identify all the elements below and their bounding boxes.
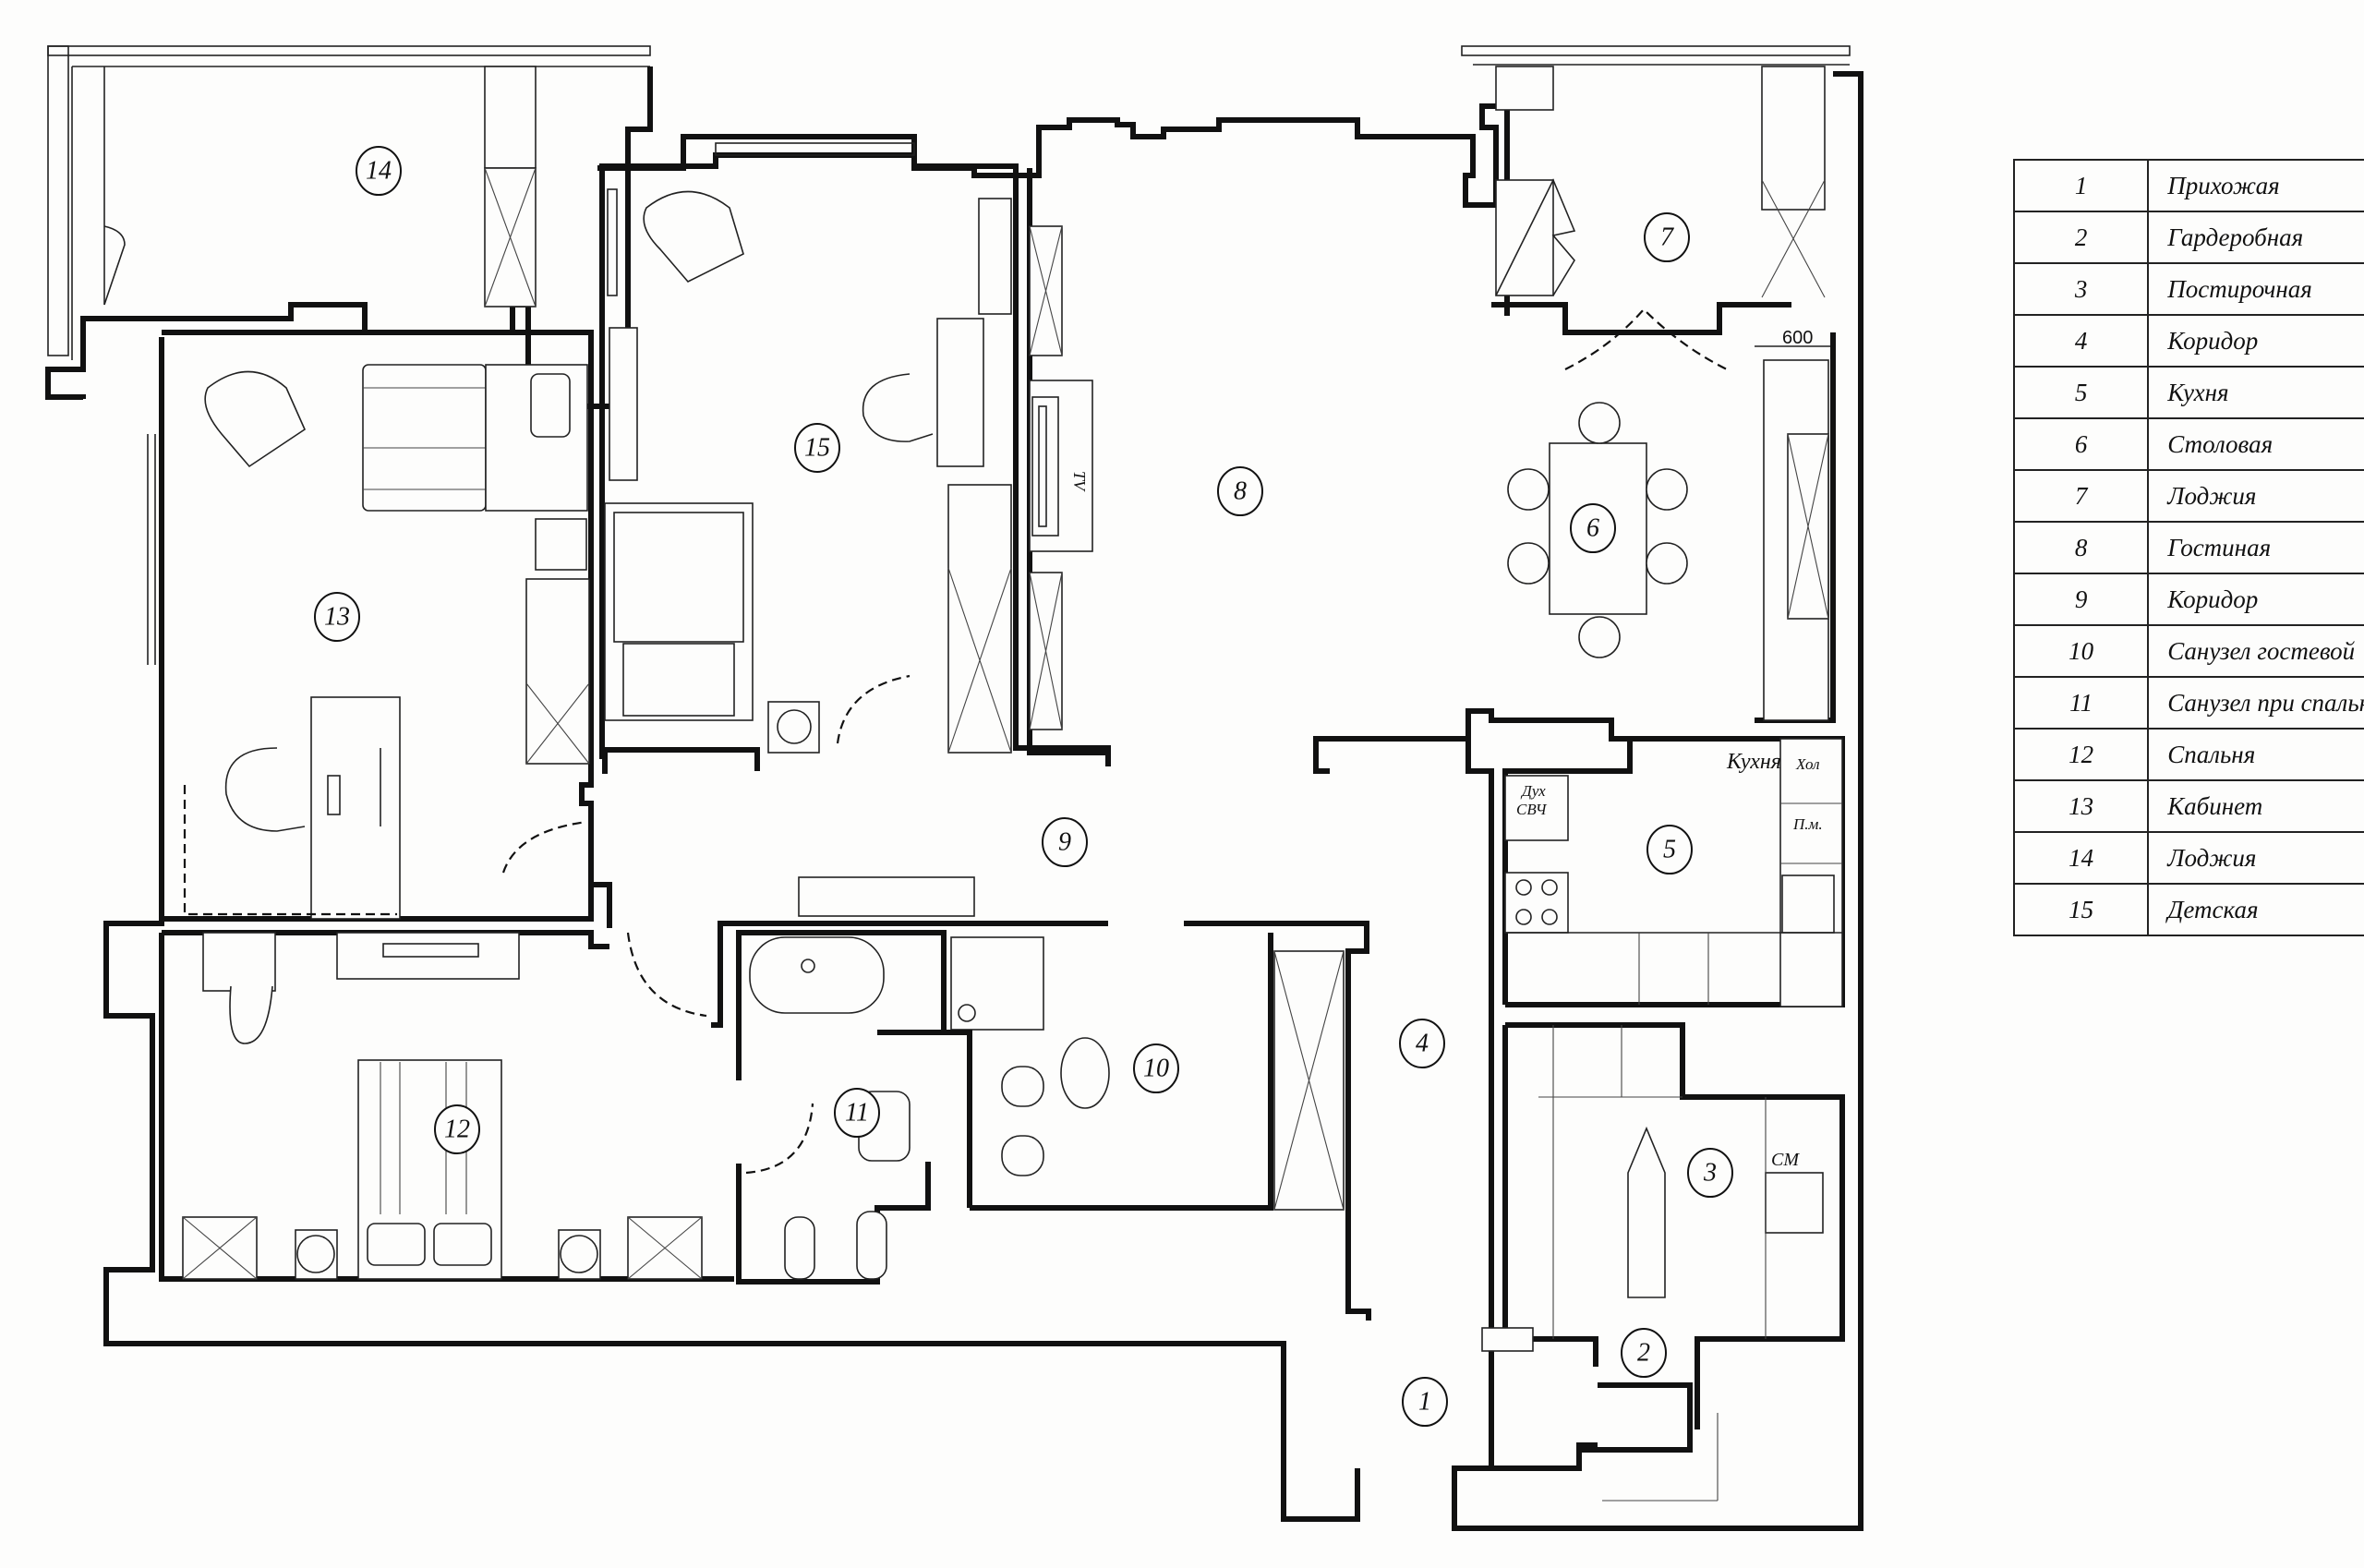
room-number: 11 [845, 1099, 869, 1128]
legend-room-name: Спальня [2148, 728, 2364, 781]
legend-room-name: Лоджия [2148, 831, 2364, 885]
room-number: 13 [324, 603, 350, 632]
legend-room-name: Детская [2148, 883, 2364, 936]
entry-and-wardrobe [1576, 1382, 1719, 1502]
legend-room-number: 13 [2012, 779, 2150, 833]
kitchen-label: Кухня [1726, 750, 1781, 774]
kitchen-5: Кухня Хол П.м. Дух СВЧ [1502, 736, 1845, 1007]
room-marker-1: 1 [1402, 1377, 1448, 1427]
bathrooms [736, 930, 1273, 1285]
legend-room-number: 12 [2012, 728, 2150, 781]
room-number: 10 [1143, 1055, 1169, 1083]
legend-room-number: 3 [2012, 262, 2150, 316]
childrens-room-15 [599, 142, 1111, 774]
room-marker-14: 14 [356, 146, 402, 196]
legend-room-number: 15 [2012, 883, 2150, 936]
legend-room-name: Прихожая [2148, 159, 2364, 212]
dining-6 [1507, 332, 1836, 723]
room-number: 15 [804, 434, 830, 463]
loggia-7: 600 [1461, 45, 1851, 370]
legend-room-number: 4 [2012, 314, 2150, 368]
legend-room-name: Кухня [2148, 366, 2364, 419]
legend-room-name: Коридор [2148, 573, 2364, 626]
legend-room-name: Гостиная [2148, 521, 2364, 574]
legend-room-number: 6 [2012, 417, 2150, 471]
room-marker-11: 11 [834, 1088, 880, 1138]
legend-room-number: 14 [2012, 831, 2150, 885]
legend-room-name: Кабинет [2148, 779, 2364, 833]
legend-room-name: Санузел при спальне [2148, 676, 2364, 730]
room-number: 2 [1637, 1339, 1650, 1368]
laundry-3: СМ [1481, 1022, 1845, 1429]
legend-room-name: Столовая [2148, 417, 2364, 471]
tv-wall: TV [1027, 168, 1108, 755]
legend-room-name: Постирочная [2148, 262, 2364, 316]
legend-room-number: 11 [2012, 676, 2150, 730]
legend-room-name: Лоджия [2148, 469, 2364, 523]
room-marker-2: 2 [1621, 1328, 1667, 1378]
oven-label: Дух [1520, 782, 1546, 800]
legend-room-number: 5 [2012, 366, 2150, 419]
dishwasher-label: П.м. [1792, 815, 1823, 833]
dimension-600: 600 [1782, 328, 1813, 348]
legend-room-name: Санузел гостевой [2148, 624, 2364, 678]
room-marker-7: 7 [1644, 212, 1690, 262]
legend-room-number: 7 [2012, 469, 2150, 523]
legend-room-number: 2 [2012, 211, 2150, 264]
legend-room-number: 10 [2012, 624, 2150, 678]
room-marker-10: 10 [1133, 1043, 1179, 1093]
legend-room-number: 8 [2012, 521, 2150, 574]
loggia-14 [45, 45, 653, 409]
legend-room-number: 1 [2012, 159, 2150, 212]
tv-label: TV [1070, 471, 1089, 492]
microwave-label: СВЧ [1516, 801, 1548, 818]
room-marker-12: 12 [434, 1104, 480, 1154]
fridge-label: Хол [1795, 755, 1820, 773]
legend-room-name: Коридор [2148, 314, 2364, 368]
room-number: 4 [1416, 1030, 1429, 1058]
study-13 [147, 330, 594, 922]
bedroom-12 [159, 930, 734, 1282]
room-number: 7 [1660, 223, 1674, 252]
room-number: 5 [1663, 836, 1676, 864]
washing-machine-label: СМ [1771, 1150, 1800, 1170]
room-marker-6: 6 [1570, 503, 1616, 553]
room-number: 9 [1058, 828, 1071, 857]
room-marker-8: 8 [1217, 466, 1263, 516]
room-number: 3 [1703, 1159, 1717, 1188]
room-marker-15: 15 [794, 423, 840, 473]
room-number: 6 [1586, 514, 1599, 543]
room-number: 1 [1418, 1388, 1431, 1417]
room-marker-9: 9 [1042, 817, 1088, 867]
room-marker-13: 13 [314, 592, 360, 642]
room-marker-4: 4 [1399, 1019, 1445, 1068]
room-number: 8 [1234, 477, 1247, 506]
room-number: 12 [444, 1116, 470, 1144]
legend-room-number: 9 [2012, 573, 2150, 626]
room-number: 14 [366, 157, 392, 186]
room-marker-3: 3 [1687, 1148, 1733, 1198]
legend-room-name: Гардеробная [2148, 211, 2364, 264]
room-marker-5: 5 [1646, 825, 1693, 874]
